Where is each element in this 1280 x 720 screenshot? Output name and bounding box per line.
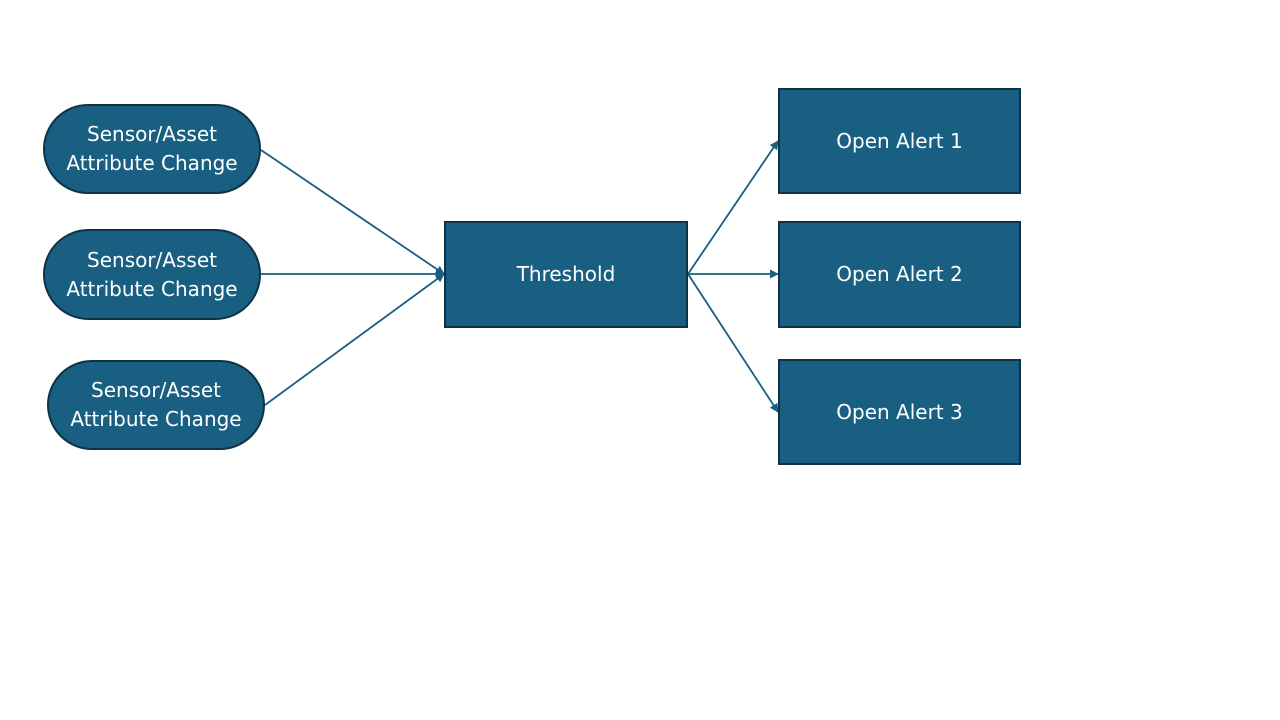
edge-threshold-alert-3 bbox=[687, 273, 779, 413]
open-alert-node-1: Open Alert 1 bbox=[778, 88, 1021, 194]
open-alert-label: Open Alert 1 bbox=[836, 128, 963, 153]
open-alert-label: Open Alert 3 bbox=[836, 399, 963, 424]
sensor-asset-change-label: Sensor/Asset Attribute Change bbox=[70, 378, 242, 431]
sensor-asset-change-node-2: Sensor/Asset Attribute Change bbox=[43, 229, 261, 320]
edge-threshold-alert-1 bbox=[687, 140, 779, 275]
sensor-asset-change-node-1: Sensor/Asset Attribute Change bbox=[43, 104, 261, 194]
sensor-asset-change-label: Sensor/Asset Attribute Change bbox=[66, 247, 238, 301]
edge-src-1-threshold bbox=[260, 149, 445, 275]
threshold-label: Threshold bbox=[516, 262, 616, 286]
sensor-asset-change-label: Sensor/Asset Attribute Change bbox=[66, 122, 238, 175]
sensor-asset-change-node-3: Sensor/Asset Attribute Change bbox=[47, 360, 265, 450]
edge-src-3-threshold bbox=[264, 273, 445, 406]
open-alert-node-2: Open Alert 2 bbox=[778, 221, 1021, 328]
open-alert-node-3: Open Alert 3 bbox=[778, 359, 1021, 465]
threshold-node: Threshold bbox=[444, 221, 688, 328]
open-alert-label: Open Alert 2 bbox=[836, 262, 963, 286]
